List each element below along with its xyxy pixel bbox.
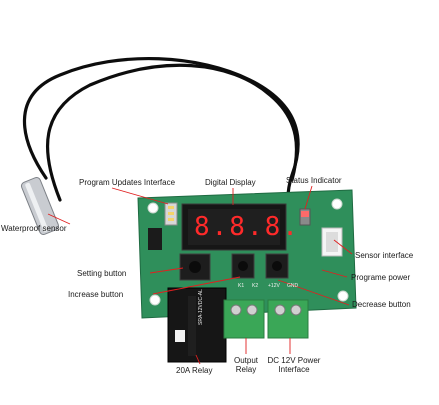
silk-gnd: GND — [287, 283, 299, 289]
label-program-updates-interface: Program Updates Interface — [79, 178, 176, 187]
label-decrease-button: Decrease button — [352, 300, 411, 309]
silk-k2: K2 — [252, 283, 259, 289]
label-output-relay: Output Relay — [228, 356, 264, 374]
label-20a-relay: 20A Relay — [176, 366, 213, 375]
silk-k1: K1 — [238, 283, 245, 289]
label-digital-display: Digital Display — [205, 178, 256, 187]
led-display — [181, 203, 287, 251]
label-sensor-interface: Sensor interface — [355, 251, 414, 260]
terminal-power — [267, 299, 309, 339]
label-waterproof-sensor: Waterproof sensor — [1, 224, 67, 233]
display-readout: 8.8.8. — [194, 212, 300, 242]
program-header — [164, 202, 178, 226]
status-led — [299, 208, 311, 226]
label-programe-power: Programe power — [351, 273, 411, 282]
label-setting-button: Setting button — [77, 269, 127, 278]
ic-chip — [148, 228, 162, 250]
label-output-relay-line2: Relay — [235, 365, 257, 374]
label-increase-button: Increase button — [68, 290, 124, 299]
waterproof-probe — [20, 176, 60, 236]
label-dc-power-line1: DC 12V Power — [267, 356, 321, 365]
label-output-relay-line1: Output — [233, 356, 258, 365]
decrease-button-body — [265, 253, 289, 279]
leader-lines — [47, 185, 353, 365]
relay-block — [167, 287, 227, 363]
label-dc-power-line2: Interface — [278, 365, 310, 374]
label-status-indicator: Status Indicator — [286, 176, 342, 185]
relay-model-text: SRA-12VDC-AL — [198, 289, 204, 325]
terminal-output — [223, 299, 265, 339]
label-dc-power-interface: DC 12V Power Interface — [264, 356, 324, 374]
silk-12v: +12V — [268, 283, 280, 289]
set-button-body — [179, 253, 211, 281]
increase-button-body — [231, 253, 255, 279]
sensor-connector — [321, 227, 343, 257]
